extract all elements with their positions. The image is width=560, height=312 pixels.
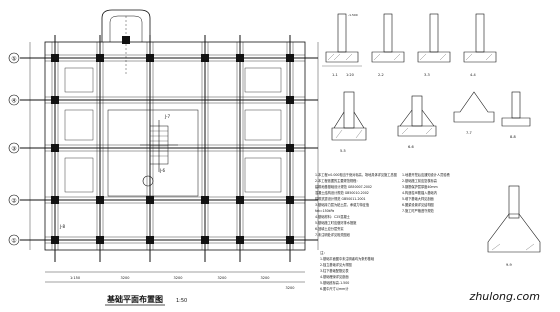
axis-label: ④	[11, 98, 16, 105]
foundation-plan: ⑤ ④ ③ ② ① 1:150 3200 3200 3200 3200 3200…	[8, 9, 319, 306]
plan-title: 基础平面布置图	[106, 294, 163, 304]
section-mark: 7-7	[466, 131, 472, 135]
section-6-6	[397, 95, 437, 137]
note-line: 建筑抗震设计规范 GB50011-2001	[315, 196, 366, 201]
dimension-text: 3200	[261, 276, 270, 280]
note-line: 建筑地基基础设计规范 GB50007-2002	[315, 184, 372, 189]
note-line: 5.基础底标高-1.500	[320, 280, 349, 285]
section-labels: 1-1 1:20 2-2 3-3 4-4 5-5 6-6 7-7 8-8 9-9…	[332, 13, 516, 267]
section-7-7	[453, 91, 495, 123]
axis-label: ②	[11, 198, 17, 205]
section-8-8	[501, 91, 531, 127]
axis-label: ③	[11, 146, 16, 153]
section-3-3	[417, 13, 451, 63]
dimension-text: 3200	[174, 276, 183, 280]
plan-columns	[51, 36, 294, 244]
footing-tag: J-8	[59, 224, 65, 229]
general-notes: 1.本工程±0.000相当于绝对标高，场地具体详见施工总图 2.本工程依据的主要…	[315, 172, 450, 291]
section-mark: 2-2	[378, 73, 384, 77]
note-line: 5.墙下基础大样见剖面	[402, 196, 434, 201]
notes-heading: 注：	[320, 250, 327, 255]
note-line: 2.独立基础详见大样图	[320, 262, 352, 267]
section-2-2	[371, 13, 405, 63]
axis-label: ①	[11, 238, 16, 245]
section-mark: 6-6	[408, 145, 414, 149]
section-4-4	[463, 13, 497, 63]
section-details	[322, 13, 541, 253]
dimension-text: 3200	[286, 286, 295, 290]
note-line: 3.钢筋保护层厚度40mm	[402, 184, 438, 189]
watermark: zhulong.com	[469, 290, 540, 303]
note-line: 3.柱下基础配筋见表	[320, 268, 349, 273]
dimension-text: 3200	[121, 276, 130, 280]
note-line: 6.图中尺寸以mm计	[320, 286, 349, 291]
note-line: 3.基础持力层为粘土层，承载力特征值	[315, 202, 370, 207]
section-9-9	[487, 185, 541, 253]
section-mark: 1-1	[332, 73, 338, 77]
section-mark: 3-3	[424, 73, 430, 77]
row-axis-bubbles: ⑤ ④ ③ ② ①	[8, 52, 20, 246]
stair-core	[140, 120, 178, 187]
section-5-5	[331, 91, 367, 141]
note-line: 1.地基开挖后应通知设计人员验槽	[402, 172, 450, 177]
footing-tag: J-6	[159, 168, 165, 173]
note-line: 4.构造柱纵筋锚入基础内	[402, 190, 437, 195]
note-line: 1.本工程±0.000相当于绝对标高，场地具体详见施工总图	[315, 172, 397, 177]
note-line: 1.基础平面图中未注明者均为条形基础	[320, 256, 374, 261]
note-line: fak=150kPa	[315, 209, 334, 213]
section-scale: 1:20	[346, 73, 354, 77]
dimension-text: 1:150	[70, 276, 80, 280]
section-elev: -1.500	[348, 13, 358, 17]
note-line: 7.施工时严格遵守规范	[402, 208, 435, 213]
dimension-text: 3200	[218, 276, 227, 280]
note-line: 7.未注明处详见相关图纸	[315, 232, 351, 237]
note-line: 6.圈梁设置详见结构图	[402, 202, 434, 207]
note-line: 5.基础施工时应做好排水措施	[315, 220, 357, 225]
plan-scale: 1:50	[176, 298, 187, 304]
note-line: 4.基础材料：C25混凝土	[315, 214, 351, 219]
footing-tag: J-7	[164, 114, 170, 119]
note-line: 2.本工程依据的主要规范规程：	[315, 178, 359, 183]
section-mark: 9-9	[506, 263, 512, 267]
section-1-1	[322, 13, 362, 67]
note-line: 6.回填土应分层夯实	[315, 226, 344, 231]
section-mark: 8-8	[510, 135, 516, 139]
note-line: 混凝土结构设计规范 GB50010-2002	[315, 190, 369, 195]
section-mark: 5-5	[340, 149, 346, 153]
section-mark: 4-4	[470, 73, 476, 77]
axis-label: ⑤	[11, 56, 16, 63]
note-line: 4.基础埋深详见剖面	[320, 274, 349, 279]
note-line: 2.基础施工前应复核标高	[402, 178, 437, 183]
